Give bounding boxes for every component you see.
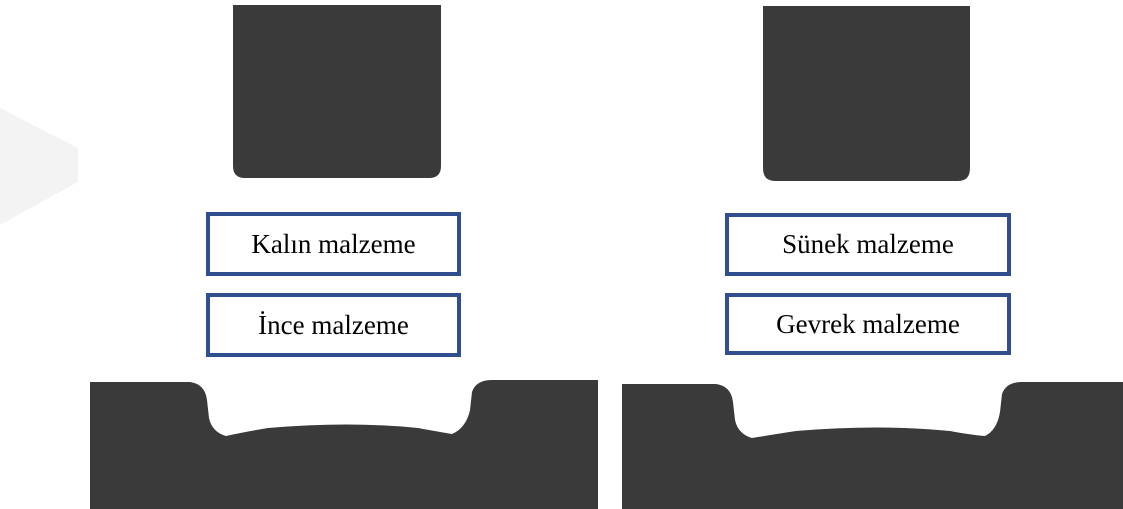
- label-brittle-material: Gevrek malzeme: [725, 293, 1011, 355]
- label-thick-material: Kalın malzeme: [206, 212, 461, 276]
- right-punch: [763, 6, 970, 181]
- left-die: [90, 380, 598, 509]
- right-die: [622, 382, 1123, 509]
- label-thin-material: İnce malzeme: [206, 293, 461, 357]
- watermark-shape: [0, 108, 78, 225]
- label-ductile-material: Sünek malzeme: [725, 213, 1011, 276]
- left-punch: [233, 5, 441, 178]
